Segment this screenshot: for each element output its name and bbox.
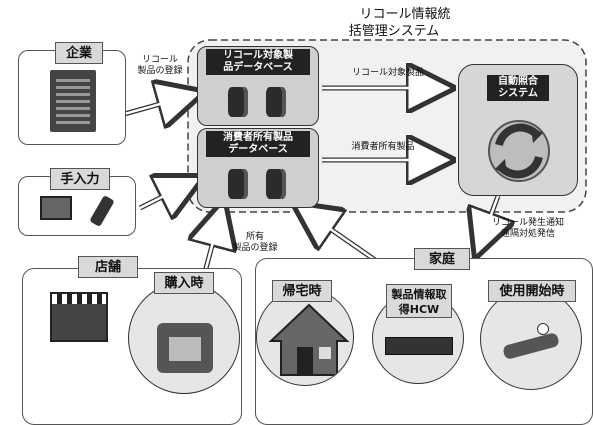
consumer-db-title: 消費者所有製品 データベース [206,131,310,157]
auto-match-system: 自動照合 システム [458,64,578,196]
database-icon [266,169,286,199]
database-icon [266,87,286,117]
hcw-label: 製品情報取 得HCW [386,284,452,318]
consumer-db-title-line2: データベース [208,144,308,156]
system-title-line1: リコール情報統 [330,6,480,23]
first-use-circle [480,288,582,390]
owned-register-line2: 製品の登録 [225,243,285,254]
cycle-icon [459,65,579,197]
system-title-line2: 括管理システム [308,23,480,40]
recall-register-line1: リコール [130,55,190,66]
recall-register-line2: 製品の登録 [130,66,190,77]
recall-db-title: リコール対象製 品データベース [206,49,310,75]
first-use-label: 使用開始時 [488,280,576,302]
database-icon [228,87,248,117]
home-label: 家庭 [414,248,470,270]
database-icon [228,169,248,199]
purchase-label: 購入時 [154,272,214,294]
recall-products-flow-label: リコール対象製品 [338,68,438,79]
system-title: リコール情報統 括管理システム [330,6,480,40]
store-label: 店舗 [78,256,138,278]
owned-register-line1: 所有 [225,232,285,243]
recall-product-db: リコール対象製 品データベース [197,46,319,126]
computer-icon [40,196,72,220]
hcw-label-line1: 製品情報取 [387,287,451,302]
building-icon [50,70,96,132]
return-home-label: 帰宅時 [272,280,332,302]
notify-label: リコール発生通知 遠隔対処発信 [478,218,578,240]
hcw-label-line2: 得HCW [387,302,451,317]
manual-label: 手入力 [50,168,110,190]
notify-line1: リコール発生通知 [478,218,578,229]
consumer-products-flow-label: 消費者所有製品 [338,142,428,153]
house-icon [257,289,354,386]
recall-db-title-line2: 品データベース [208,62,308,74]
notify-line2: 遠隔対処発信 [478,229,578,240]
consumer-db-title-line1: 消費者所有製品 [208,132,308,144]
purchase-circle [128,282,240,394]
recall-db-title-line1: リコール対象製 [208,50,308,62]
recall-register-label: リコール 製品の登録 [130,55,190,77]
shop-icon [50,292,108,342]
company-label: 企業 [55,42,103,64]
consumer-product-db: 消費者所有製品 データベース [197,128,319,208]
owned-register-label: 所有 製品の登録 [225,232,285,254]
